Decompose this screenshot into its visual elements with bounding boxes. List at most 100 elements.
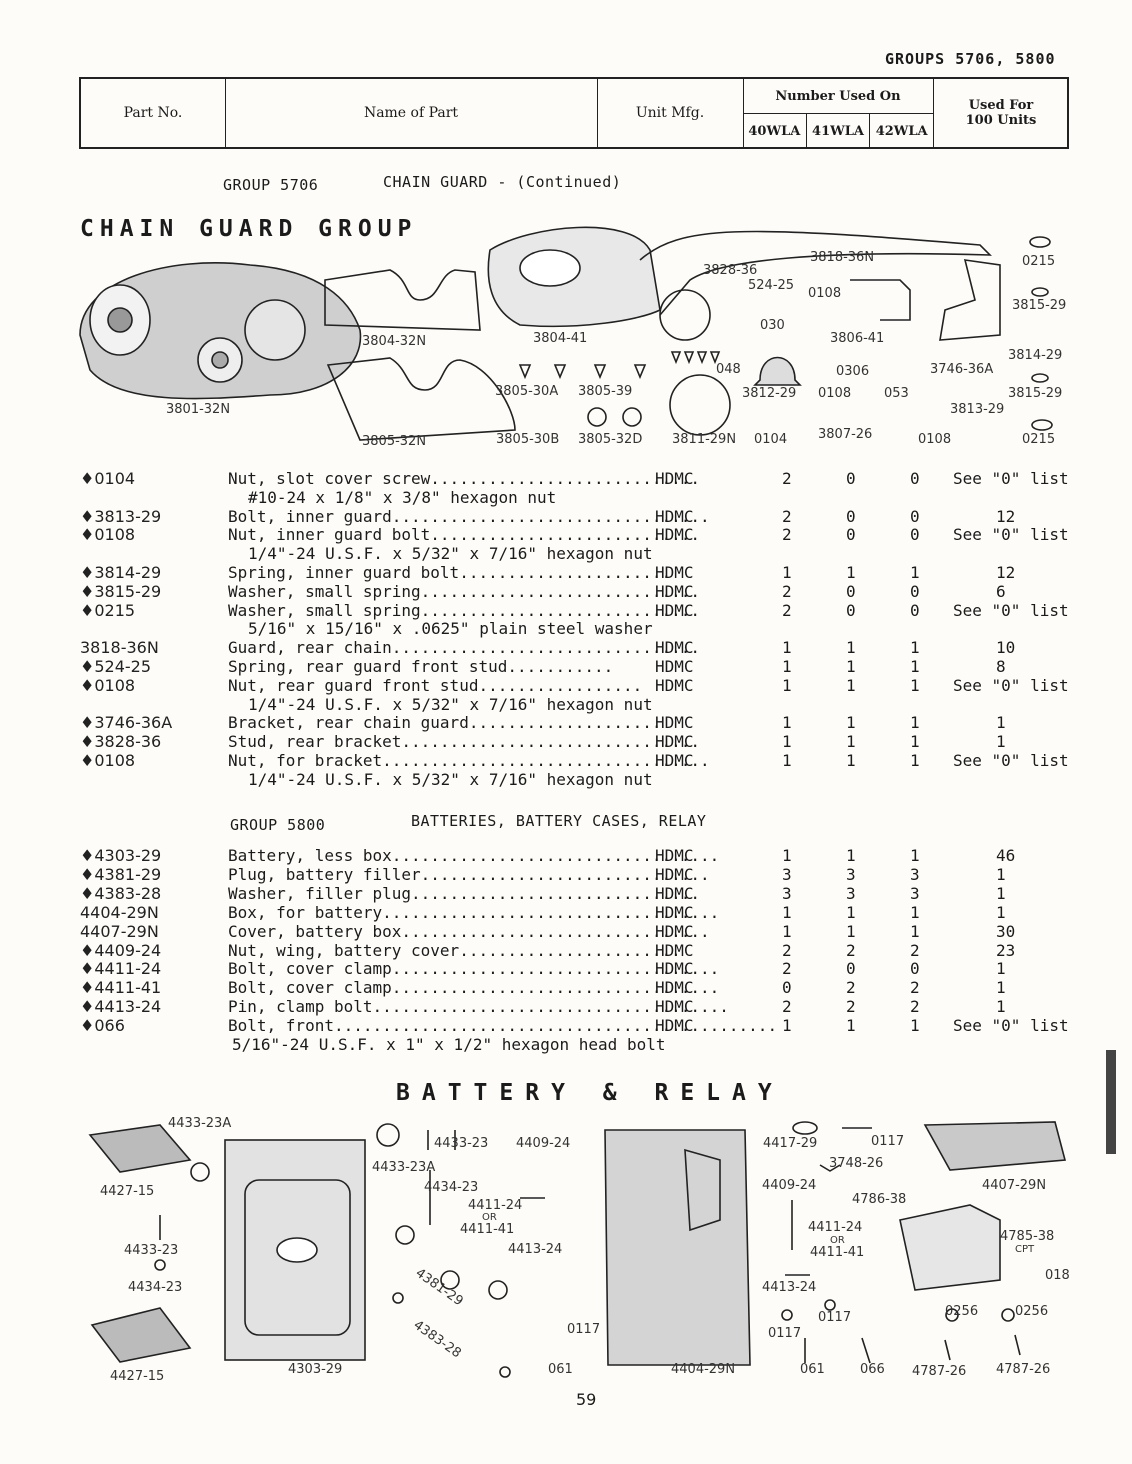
- qty-41wla: 1: [846, 902, 856, 922]
- used-for-100: 12: [996, 506, 1016, 526]
- unit-mfg: HDMC: [655, 883, 694, 903]
- label-4786-38: 4786-38: [852, 1192, 907, 1207]
- part-name: Battery, less box.......................…: [228, 846, 720, 865]
- qty-41wla: 1: [846, 921, 856, 941]
- label-0117-b: 0117: [871, 1134, 905, 1149]
- part-number: ♦066: [80, 1016, 125, 1036]
- part-number: ♦3815-29: [80, 581, 162, 601]
- label-0108-b: 0108: [818, 386, 852, 401]
- part-spec: 5/16" x 15/16" x .0625" plain steel wash…: [248, 619, 653, 639]
- model-40wla: 40WLA: [743, 114, 807, 148]
- part-number: 4404-29N: [80, 902, 159, 922]
- qty-42wla: 1: [910, 675, 920, 695]
- label-0215-a: 0215: [1022, 254, 1056, 269]
- qty-40wla: 1: [782, 921, 792, 941]
- qty-42wla: 1: [910, 902, 920, 922]
- qty-40wla: 3: [782, 883, 792, 903]
- qty-40wla: 3: [782, 864, 792, 884]
- used-for-100: 1: [996, 997, 1006, 1017]
- used-for-100: 10: [996, 638, 1016, 658]
- part-number: ♦0108: [80, 525, 136, 545]
- used-for-100: See "0" list: [953, 751, 1069, 770]
- qty-40wla: 1: [782, 846, 792, 865]
- label-4785-38: 4785-38: [1000, 1229, 1055, 1244]
- part-spec: 1/4"-24 U.S.F. x 5/32" x 7/16" hexagon n…: [248, 694, 653, 714]
- qty-42wla: 1: [910, 1016, 920, 1036]
- used-for-100: 1: [996, 713, 1006, 733]
- label-3805-39: 3805-39: [578, 384, 633, 399]
- label-0117-c: 0117: [818, 1310, 852, 1325]
- label-3748-26: 3748-26: [829, 1156, 884, 1171]
- unit-mfg: HDMC: [655, 846, 694, 865]
- label-3828-36: 3828-36: [703, 263, 758, 278]
- part-name: Box, for battery........................…: [228, 902, 720, 922]
- used-for-100: 30: [996, 921, 1016, 941]
- part-number: ♦3813-29: [80, 506, 162, 526]
- label-4409-24-b: 4409-24: [762, 1178, 817, 1193]
- qty-40wla: 2: [782, 506, 792, 526]
- label-4433-23a-b: 4433-23A: [372, 1160, 436, 1175]
- part-number: ♦3814-29: [80, 563, 162, 582]
- label-3804-41: 3804-41: [533, 331, 588, 346]
- part-number: ♦3746-36A: [80, 713, 173, 733]
- part-number: ♦4411-41: [80, 978, 162, 998]
- qty-41wla: 1: [846, 713, 856, 733]
- label-3804-32n: 3804-32N: [362, 334, 427, 349]
- qty-41wla: 3: [846, 883, 856, 903]
- label-4417-29: 4417-29: [763, 1136, 818, 1151]
- qty-41wla: 0: [846, 525, 856, 545]
- column-header-table: Part No. Name of Part Unit Mfg. Number U…: [79, 77, 1069, 149]
- label-3818-36n: 3818-36N: [810, 250, 875, 265]
- label-0117-a: 0117: [567, 1322, 601, 1337]
- unit-mfg: HDMC: [655, 732, 694, 752]
- used-for-100: 8: [996, 657, 1006, 676]
- part-number: 4407-29N: [80, 921, 159, 941]
- part-name: Bolt, cover clamp.......................…: [228, 978, 720, 998]
- qty-42wla: 2: [910, 978, 920, 998]
- unit-mfg: HDMC: [655, 675, 694, 695]
- part-name: Bolt, front.............................…: [228, 1016, 778, 1036]
- unit-mfg: HDMC: [655, 1016, 694, 1036]
- qty-42wla: 1: [910, 638, 920, 658]
- label-cpt: CPT: [1015, 1244, 1035, 1255]
- qty-42wla: 0: [910, 959, 920, 979]
- label-4411-41-a: 4411-41: [460, 1222, 515, 1237]
- battery-relay-illustration: [88, 1121, 1067, 1378]
- label-3807-26: 3807-26: [818, 427, 873, 442]
- qty-41wla: 3: [846, 864, 856, 884]
- part-number: ♦0215: [80, 600, 136, 620]
- label-4434-23-b: 4434-23: [424, 1180, 479, 1195]
- label-048: 048: [716, 362, 741, 377]
- used-for-100: See "0" list: [953, 525, 1069, 545]
- label-3805-32n: 3805-32N: [362, 434, 427, 449]
- label-0108-c: 0108: [918, 432, 952, 447]
- qty-41wla: 0: [846, 959, 856, 979]
- qty-42wla: 0: [910, 600, 920, 620]
- part-name: Bolt, cover clamp.......................…: [228, 959, 720, 979]
- qty-42wla: 2: [910, 940, 920, 960]
- label-3814-29: 3814-29: [1008, 348, 1063, 363]
- part-number: ♦0108: [80, 675, 136, 695]
- qty-40wla: 2: [782, 997, 792, 1017]
- qty-40wla: 1: [782, 638, 792, 658]
- unit-mfg: HDMC: [655, 940, 694, 960]
- label-0306: 0306: [836, 364, 870, 379]
- unit-mfg: HDMC: [655, 563, 694, 582]
- part-name: Washer, filler plug.....................…: [228, 883, 701, 903]
- label-3801-32n: 3801-32N: [166, 402, 231, 417]
- label-4407-29n: 4407-29N: [982, 1178, 1047, 1193]
- label-or-b: OR: [830, 1235, 845, 1246]
- unit-mfg: HDMC: [655, 581, 694, 601]
- label-4434-23-a: 4434-23: [128, 1280, 183, 1295]
- label-3746-36a: 3746-36A: [930, 362, 994, 377]
- qty-40wla: 2: [782, 525, 792, 545]
- used-for-100: 6: [996, 581, 1006, 601]
- group-5800-title: BATTERIES, BATTERY CASES, RELAY: [411, 812, 707, 830]
- unit-mfg: HDMC: [655, 525, 694, 545]
- qty-41wla: 0: [846, 600, 856, 620]
- chain-guard-illustration: [79, 226, 1053, 441]
- qty-40wla: 2: [782, 600, 792, 620]
- part-name: Cover, battery box......................…: [228, 921, 710, 941]
- label-061-b: 061: [800, 1362, 825, 1377]
- part-name: Washer, small spring....................…: [228, 600, 701, 620]
